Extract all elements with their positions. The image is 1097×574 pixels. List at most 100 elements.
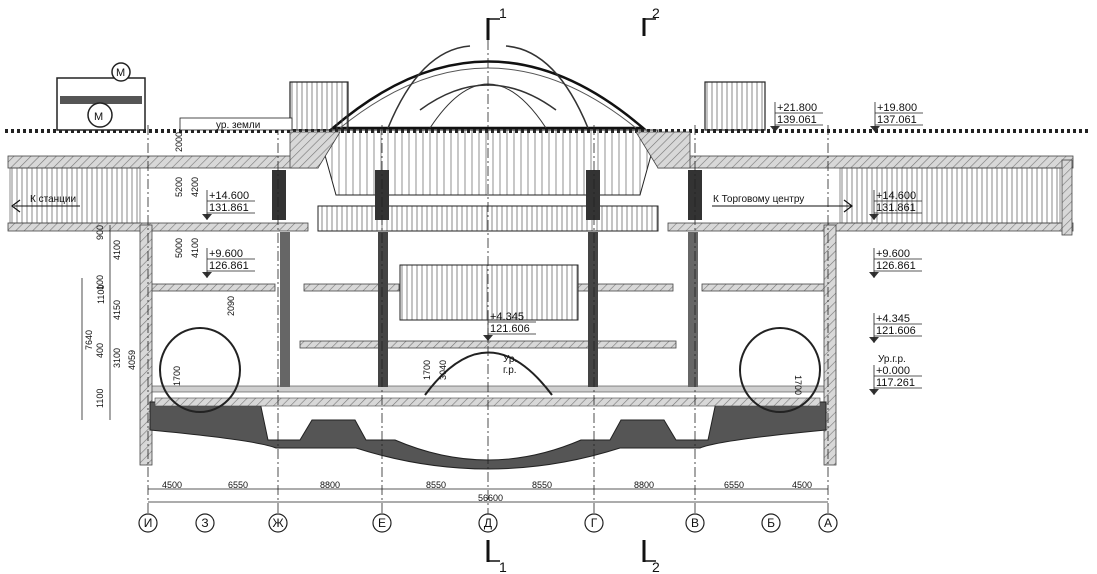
hdim-span-5: 8800: [634, 480, 654, 490]
to-station-label: К станции: [30, 194, 76, 205]
vdim-inner-2: 4200: [190, 177, 200, 197]
axis-label-8: А: [824, 516, 832, 530]
vdim-outer-2: 100: [95, 275, 105, 290]
vdim-outer-4: 4150: [112, 300, 122, 320]
axis-bubble-0: И: [138, 513, 158, 533]
axis-label-5: Г: [591, 516, 598, 530]
vdim-inner-4: 4100: [190, 238, 200, 258]
track-level-center-label: Ур. г.р.: [503, 354, 520, 376]
elevation-absolute-right_9600: 126.861: [876, 260, 916, 272]
cut2-top-number: 2: [652, 5, 660, 21]
elevation-relative-left_9600: +9.600: [209, 248, 243, 260]
cut1-top-number: 1: [499, 5, 507, 21]
axis-bubble-8: А: [818, 513, 838, 533]
hdim-span-4: 8550: [532, 480, 552, 490]
ground-level-label: ур. земли: [179, 117, 293, 131]
vdim-outer-3: 1100: [96, 285, 106, 304]
vdim-outer-5: 400: [95, 343, 105, 358]
axis-bubble-6: В: [685, 513, 705, 533]
vdim-outer-0: 900: [95, 225, 105, 240]
hdim-total: 56600: [478, 493, 503, 503]
vdim-outer-1: 4100: [112, 240, 122, 260]
section-cut-2-top: 2: [642, 5, 660, 36]
vdim-inner-5: 2090: [226, 296, 236, 316]
metro-logo-facade-letter: М: [94, 111, 103, 123]
to-mall-arrow: К Торговому центру: [712, 194, 853, 213]
elevation-absolute-right_4345: 121.606: [876, 325, 916, 337]
hdim-span-3: 8550: [426, 480, 446, 490]
hdim-span-7: 4500: [792, 480, 812, 490]
elevation-relative-center_4345: +4.345: [490, 311, 524, 323]
axis-label-6: В: [691, 516, 699, 530]
elevation-relative-right_9600: +9.600: [876, 248, 910, 260]
elevation-relative-right_top_2: +19.800: [877, 102, 917, 114]
elevation-absolute-right_mezz: 131.861: [876, 202, 916, 214]
hdim-span-0: 4500: [162, 480, 182, 490]
vdim-center-0: 3040: [438, 360, 448, 380]
axis-bubble-5: Г: [584, 513, 604, 533]
vdim-inner-7: 4059: [127, 350, 137, 370]
elevation-absolute-right_top_1: 139.061: [777, 114, 817, 126]
metro-logo-facade: М: [87, 102, 113, 128]
axis-label-4: Д: [484, 516, 492, 530]
axis-bubble-4: Д: [478, 513, 498, 533]
vdim-inner-6: 1700: [172, 366, 182, 386]
horizontal-dimensions: 4500 6550 8800 8550 8550 8800 6550 4500 56600: [162, 480, 812, 503]
axis-label-3: Е: [378, 516, 386, 530]
hdim-span-1: 6550: [228, 480, 248, 490]
vdim-right-0: 1700: [793, 375, 803, 395]
hdim-span-6: 6550: [724, 480, 744, 490]
to-mall-label: К Торговому центру: [713, 194, 804, 205]
section-cut-1-top: 1: [486, 5, 507, 40]
metro-logo-top: М: [111, 62, 131, 82]
track-level-right-label: Ур.г.р.: [878, 354, 906, 365]
elevation-relative-right_top_1: +21.800: [777, 102, 817, 114]
cut2-bottom-number: 2: [652, 559, 660, 574]
axis-label-0: И: [144, 516, 153, 530]
track-level-right: Ур.г.р.: [878, 354, 906, 365]
axis-bubble-2: Ж: [268, 513, 288, 533]
axis-label-7: Б: [767, 516, 775, 530]
axis-bubble-3: Е: [372, 513, 392, 533]
hdim-span-2: 8800: [320, 480, 340, 490]
elevation-relative-left_mezz: +14.600: [209, 190, 249, 202]
elevation-absolute-left_9600: 126.861: [209, 260, 249, 272]
elevation-absolute-right_zero: 117.261: [876, 377, 915, 389]
elevation-absolute-center_4345: 121.606: [490, 323, 530, 335]
track-level-center: Ур. г.р.: [503, 354, 520, 376]
vdim-outer-7: 1100: [95, 389, 105, 408]
vdim-center-1: 1700: [422, 360, 432, 380]
axis-label-1: З: [201, 516, 208, 530]
to-station-arrow: К станции: [11, 194, 80, 213]
structure: [7, 77, 1074, 470]
vdim-inner-0: 2000: [174, 132, 184, 152]
cut1-bottom-number: 1: [499, 559, 507, 574]
horizontal-dimension-chain: [148, 488, 828, 503]
axis-lines: [147, 40, 829, 515]
vdim-inner-1: 5200: [174, 177, 184, 197]
section-cut-2-bottom: 2: [642, 540, 660, 574]
ground-level-text: ур. земли: [216, 120, 260, 131]
axis-bubble-7: Б: [761, 513, 781, 533]
vdim-inner-3: 5000: [174, 238, 184, 258]
elevation-absolute-right_top_2: 137.061: [877, 114, 917, 126]
vdim-outer-6: 3100: [112, 348, 122, 368]
axis-bubble-1: З: [195, 513, 215, 533]
elevation-absolute-left_mezz: 131.861: [209, 202, 249, 214]
elevation-relative-right_mezz: +14.600: [876, 190, 916, 202]
axis-label-2: Ж: [272, 516, 283, 530]
vdim-left-total: 7640: [84, 330, 94, 350]
metro-logo-letter: М: [116, 67, 125, 79]
elevation-relative-right_4345: +4.345: [876, 313, 910, 325]
